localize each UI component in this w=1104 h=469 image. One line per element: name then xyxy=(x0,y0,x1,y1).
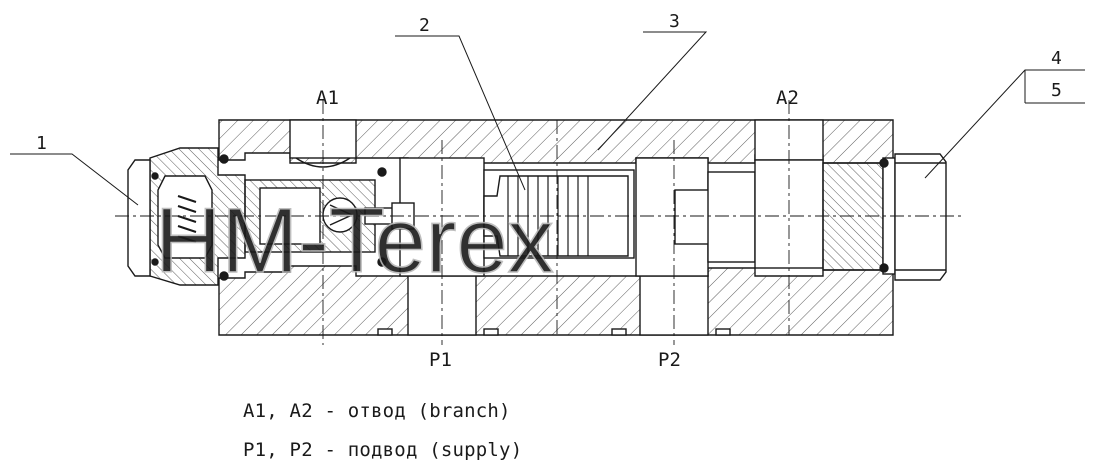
legend-line-branch: A1, A2 - отвод (branch) xyxy=(243,400,511,422)
callout-2: 2 xyxy=(419,15,430,36)
callout-4: 4 xyxy=(1051,48,1062,69)
port-label-a2: A2 xyxy=(776,87,799,109)
callout-3: 3 xyxy=(669,11,680,32)
port-label-p2: P2 xyxy=(658,349,681,371)
callout-1: 1 xyxy=(36,133,47,154)
legend-line-supply: P1, P2 - подвод (supply) xyxy=(243,439,523,461)
centerlines xyxy=(115,100,965,345)
callout-5: 5 xyxy=(1051,80,1062,101)
right-plug xyxy=(822,153,947,281)
leader-lines xyxy=(10,31,1085,206)
watermark: HM-Terex xyxy=(155,190,554,292)
port-label-p1: P1 xyxy=(429,349,452,371)
port-label-a1: A1 xyxy=(316,87,339,109)
